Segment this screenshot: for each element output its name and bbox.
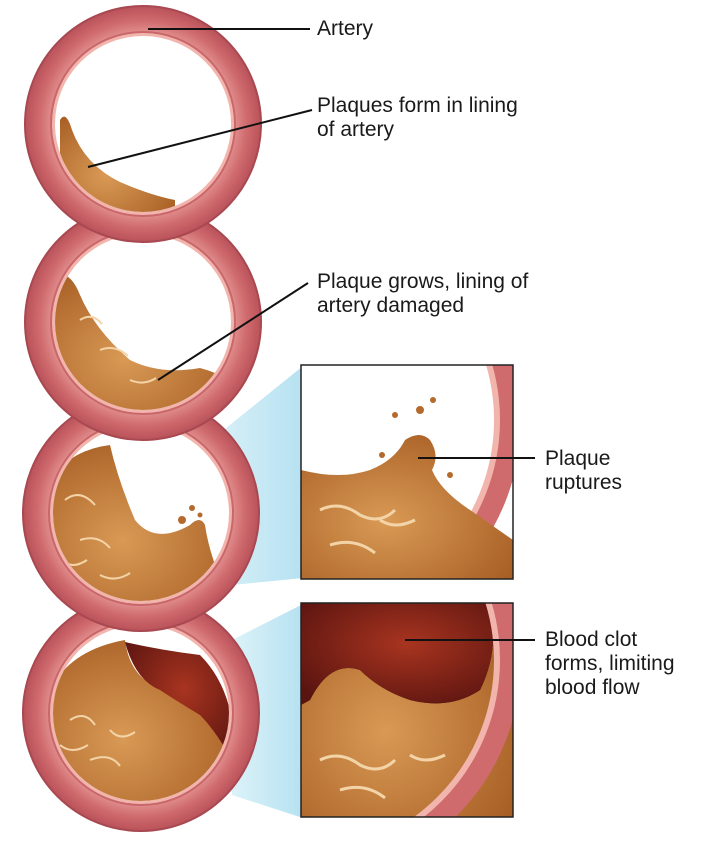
- label-stage-2-line-2: artery damaged: [317, 294, 528, 318]
- artery-stage-1: [25, 6, 261, 242]
- label-stage-1-line-2: of artery: [317, 118, 518, 142]
- label-artery-text: Artery: [317, 17, 373, 40]
- label-stage-4-line-1: Blood clot: [545, 628, 675, 652]
- label-stage-3-line-1: Plaque: [545, 447, 622, 471]
- label-stage-4: Blood clot forms, limiting blood flow: [545, 628, 675, 700]
- label-stage-3: Plaque ruptures: [545, 447, 622, 495]
- label-stage-2-line-1: Plaque grows, lining of: [317, 270, 528, 294]
- label-artery: Artery: [317, 17, 373, 41]
- label-stage-1-line-1: Plaques form in lining: [317, 94, 518, 118]
- label-stage-4-line-3: blood flow: [545, 676, 675, 700]
- label-stage-1: Plaques form in lining of artery: [317, 94, 518, 142]
- label-stage-2: Plaque grows, lining of artery damaged: [317, 270, 528, 318]
- label-stage-3-line-2: ruptures: [545, 471, 622, 495]
- label-stage-4-line-2: forms, limiting: [545, 652, 675, 676]
